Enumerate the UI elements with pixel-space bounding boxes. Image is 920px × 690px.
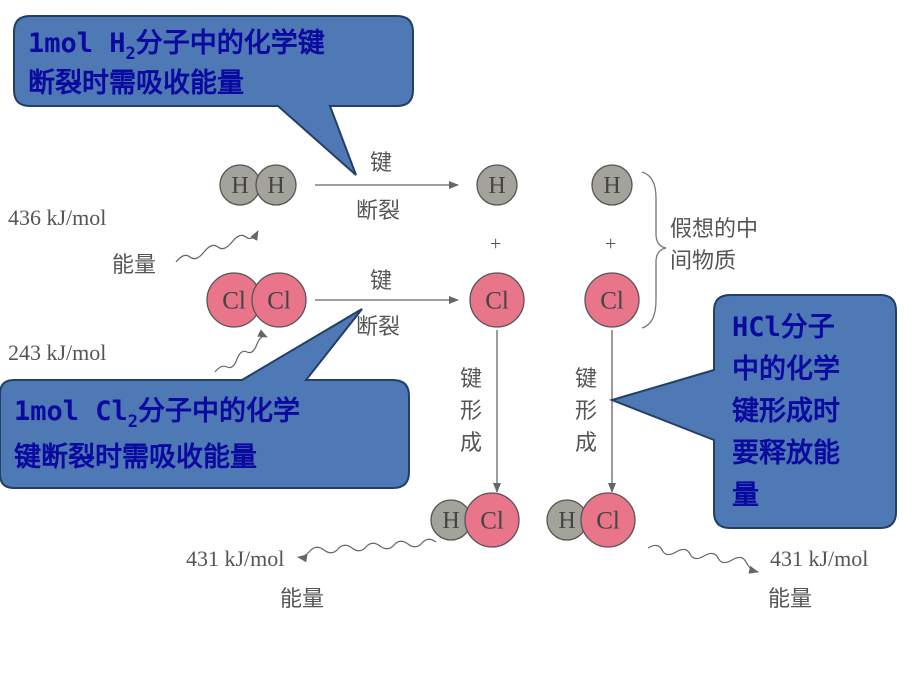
callout-h2-line2: 断裂时需吸收能量 xyxy=(28,67,244,99)
molecule-hcl-right: H Cl xyxy=(546,492,636,548)
atom-h-free-right: H xyxy=(591,164,633,206)
energy-value-cl2: 243 kJ/mol xyxy=(8,340,106,365)
bond-form-label-left-3: 成 xyxy=(460,431,482,456)
wavy-arrow-h2-energy xyxy=(175,230,259,263)
atom-h xyxy=(255,164,297,206)
bond-form-label-left-1: 键 xyxy=(460,367,482,392)
bond-break-label-bottom-1: 键 xyxy=(370,269,392,294)
atom-h-free-left: H xyxy=(476,164,518,206)
atom-symbol: H xyxy=(267,173,284,199)
callout-hcl-line5: 量 xyxy=(732,480,759,511)
bond-form-label-right-3: 成 xyxy=(575,431,597,456)
plus-sign-left: + xyxy=(490,233,501,255)
atom-cl xyxy=(251,272,307,328)
plus-sign-right: + xyxy=(605,233,616,255)
intermediate-brace xyxy=(641,171,667,329)
callout-cl2-line2: 键断裂时需吸收能量 xyxy=(14,441,257,473)
bond-break-label-bottom-2: 断裂 xyxy=(356,315,400,340)
atom-symbol: Cl xyxy=(485,288,509,315)
callout-cl2-bond-breaking: 1mol Cl2分子中的化学 键断裂时需吸收能量 xyxy=(0,308,410,489)
atom-symbol: H xyxy=(488,173,505,199)
callout-cl2-line1: 1mol Cl2分子中的化学 xyxy=(14,395,300,432)
callout-hcl-bond-forming: HCl分子 中的化学 键形成时 要释放能 量 xyxy=(608,294,897,529)
atom-cl-free-right: Cl xyxy=(584,272,640,328)
wavy-arrow-cl2-energy xyxy=(214,329,268,373)
callout-h2-bond-breaking: 1mol H2分子中的化学键 断裂时需吸收能量 xyxy=(13,15,414,176)
bond-break-label-top-2: 断裂 xyxy=(356,199,400,224)
energy-label-hcl-left: 能量 xyxy=(280,587,324,612)
atom-symbol: Cl xyxy=(267,288,291,315)
atom-symbol: Cl xyxy=(596,508,620,535)
bond-form-label-right-1: 键 xyxy=(575,367,597,392)
molecule-hcl-left: H Cl xyxy=(430,492,520,548)
callout-hcl-line3: 键形成时 xyxy=(732,395,840,427)
wavy-arrow-hcl-right-energy xyxy=(647,544,759,574)
molecule-cl2: Cl Cl xyxy=(206,272,307,328)
bond-form-label-right-2: 形 xyxy=(575,399,597,424)
molecule-h2: H H xyxy=(219,164,297,206)
atom-cl-free-left: Cl xyxy=(469,272,525,328)
bond-form-label-left-2: 形 xyxy=(460,399,482,424)
atom-symbol: Cl xyxy=(600,288,624,315)
atom-symbol: H xyxy=(558,508,575,534)
energy-label-hcl-right: 能量 xyxy=(768,587,812,612)
atom-symbol: H xyxy=(231,173,248,199)
atom-symbol: Cl xyxy=(480,508,504,535)
callout-h2-line1: 1mol H2分子中的化学键 xyxy=(28,27,325,64)
atom-symbol: H xyxy=(442,508,459,534)
energy-label-h2: 能量 xyxy=(112,253,156,278)
callout-hcl-line2: 中的化学 xyxy=(732,353,840,385)
wavy-arrow-hcl-left-energy xyxy=(297,538,437,563)
energy-value-h2: 436 kJ/mol xyxy=(8,205,106,230)
energy-value-hcl-right: 431 kJ/mol xyxy=(770,546,868,571)
callout-hcl-line1: HCl分子 xyxy=(732,312,835,343)
hypothetical-label-2: 间物质 xyxy=(670,249,736,274)
callout-hcl-line4: 要释放能 xyxy=(732,437,840,469)
atom-symbol: Cl xyxy=(222,288,246,315)
bond-break-label-top-1: 键 xyxy=(370,151,392,176)
energy-value-hcl-left: 431 kJ/mol xyxy=(186,546,284,571)
atom-symbol: H xyxy=(603,173,620,199)
hypothetical-label-1: 假想的中 xyxy=(670,217,758,242)
